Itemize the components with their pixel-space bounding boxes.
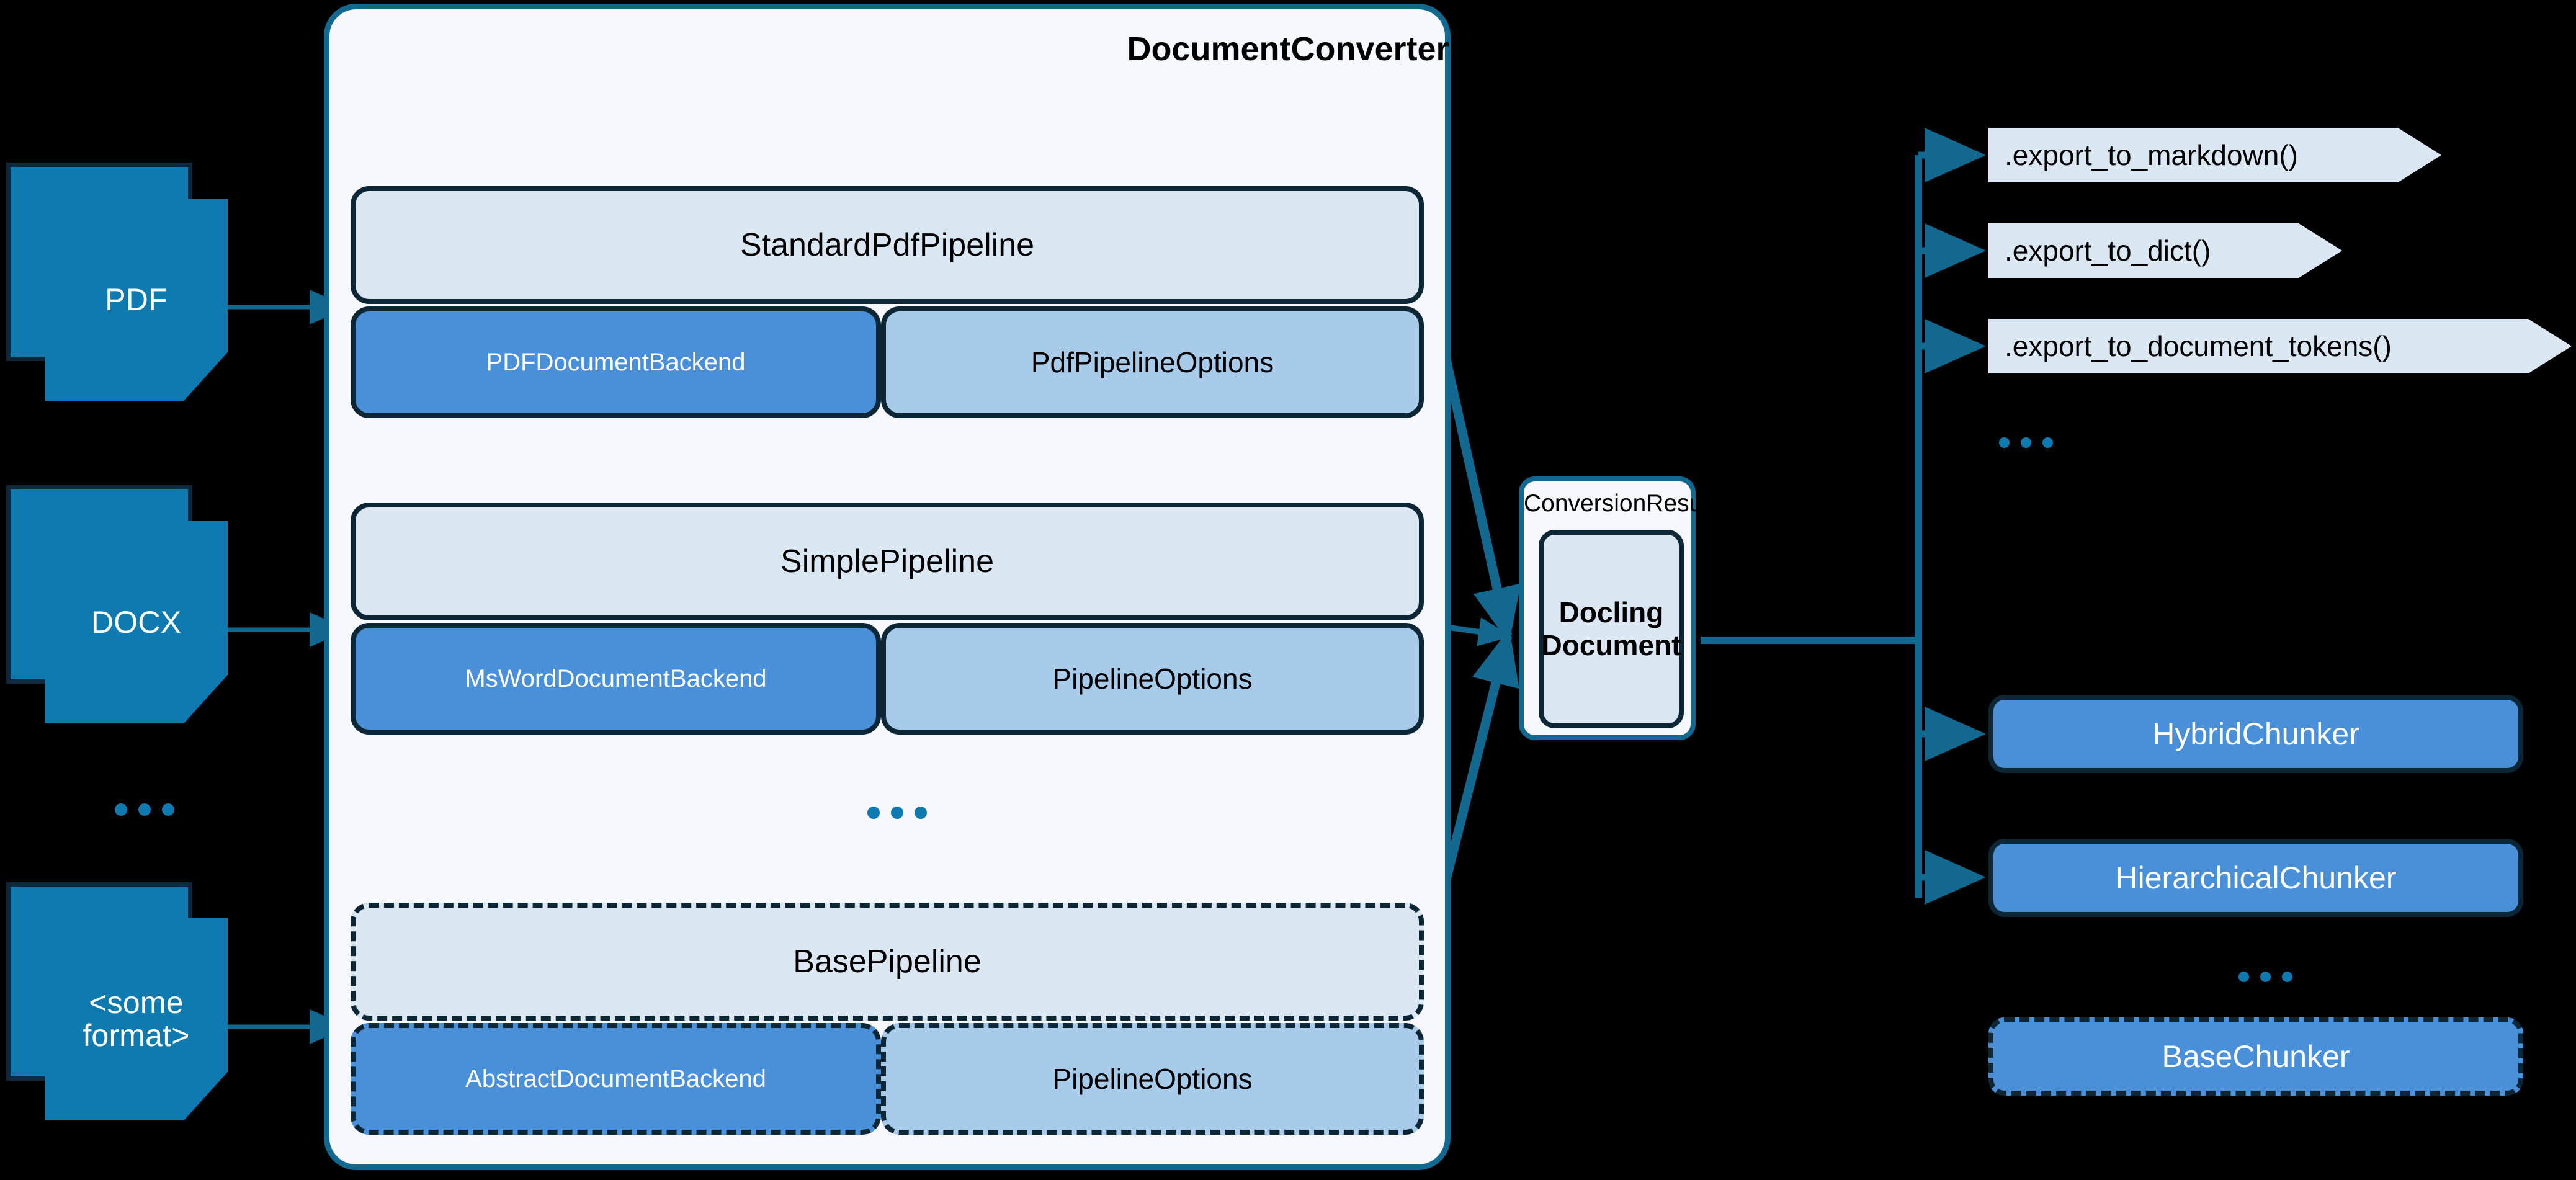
chunker-hierarchical[interactable]: HierarchicalChunker	[1988, 839, 2523, 917]
chunker-hybrid[interactable]: HybridChunker	[1988, 695, 2523, 773]
chunker-hierarchical-label: HierarchicalChunker	[2115, 860, 2397, 895]
export-to-dict-chevron[interactable]: .export_to_dict()	[1988, 223, 2342, 278]
export-to-markdown-label: .export_to_markdown()	[2005, 139, 2298, 171]
converter-ellipsis	[867, 807, 927, 819]
conversion-result-label: ConversionResult	[1524, 490, 1715, 517]
pipeline-base-options: PipelineOptions	[881, 1023, 1424, 1135]
doc-front-sheet	[45, 521, 228, 723]
input-doc-other-label: <some format>	[83, 985, 190, 1053]
export-ellipsis	[1999, 437, 2053, 448]
export-to-document-tokens-label: .export_to_document_tokens()	[2005, 330, 2392, 362]
pipeline-standard-pdf-options: PdfPipelineOptions	[881, 306, 1424, 418]
input-doc-pdf-label: PDF	[105, 282, 168, 317]
pipeline-simple-name: SimplePipeline	[351, 503, 1424, 620]
conversion-result-panel: ConversionResult Docling Document	[1519, 476, 1715, 740]
docling-document-box[interactable]: Docling Document	[1539, 530, 1684, 728]
input-doc-docx-label: DOCX	[91, 604, 182, 640]
pipeline-base-name: BasePipeline	[351, 903, 1424, 1021]
export-to-markdown-chevron[interactable]: .export_to_markdown()	[1988, 128, 2441, 182]
docling-document-line1: Docling	[1559, 596, 1664, 628]
pipeline-base-backend: AbstractDocumentBackend	[351, 1023, 881, 1135]
export-to-document-tokens-chevron[interactable]: .export_to_document_tokens()	[1988, 319, 2572, 373]
pipeline-simple-options: PipelineOptions	[881, 623, 1424, 735]
pipeline-base[interactable]: BasePipeline AbstractDocumentBackend Pip…	[351, 903, 1424, 1135]
doc-front-sheet	[45, 199, 228, 401]
input-ellipsis	[115, 803, 174, 816]
input-doc-docx[interactable]: DOCX	[6, 485, 230, 727]
chunker-base-label: BaseChunker	[2162, 1039, 2350, 1074]
pipeline-standard-pdf-backend: PDFDocumentBackend	[351, 306, 881, 418]
pipeline-simple[interactable]: SimplePipeline MsWordDocumentBackend Pip…	[351, 503, 1424, 735]
docling-document-line2: Document	[1541, 629, 1681, 661]
doc-front-sheet	[45, 918, 228, 1120]
pipeline-simple-backend: MsWordDocumentBackend	[351, 623, 881, 735]
pipeline-standard-pdf-name: StandardPdfPipeline	[351, 186, 1424, 304]
pipeline-standard-pdf[interactable]: StandardPdfPipeline PDFDocumentBackend P…	[351, 186, 1424, 418]
chunker-ellipsis	[2238, 972, 2292, 982]
input-doc-pdf[interactable]: PDF	[6, 163, 230, 405]
chunker-base[interactable]: BaseChunker	[1988, 1017, 2523, 1096]
export-to-dict-label: .export_to_dict()	[2005, 235, 2211, 267]
document-converter-title: DocumentConverter	[1127, 30, 1449, 68]
chunker-hybrid-label: HybridChunker	[2152, 717, 2359, 751]
input-doc-other[interactable]: <some format>	[6, 882, 230, 1124]
